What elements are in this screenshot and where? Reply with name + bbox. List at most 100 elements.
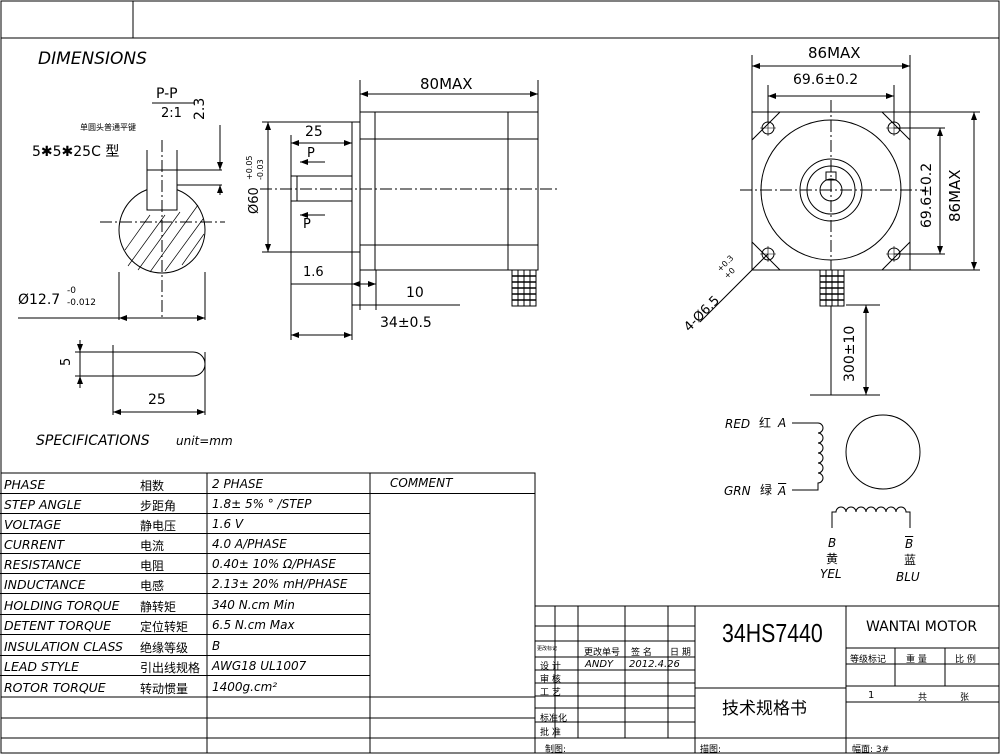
spec-row-step-angle: STEP ANGLE 步距角 1.8± 5% ° /STEP — [0, 493, 370, 514]
tb-standard: 标准化 — [540, 714, 568, 724]
wire-yel-cn: 黄 — [826, 552, 839, 566]
comment-divider — [370, 493, 535, 494]
tb-approve: 批 准 — [540, 728, 561, 738]
spec-label-cn: 静电压 — [140, 519, 177, 533]
wire-blu-cn: 蓝 — [904, 553, 917, 567]
phase-a: A — [778, 416, 787, 430]
dim-bolt-top: 69.6±0.2 — [793, 72, 859, 88]
dim-body-length: 80MAX — [420, 75, 473, 93]
spec-label-en: RESISTANCE — [4, 557, 82, 572]
spec-label-cn: 静转矩 — [140, 600, 177, 614]
spec-row-inductance: INDUCTANCE 电感 2.13± 20% mH/PHASE — [0, 573, 370, 594]
model-number: 34HS7440 — [722, 618, 823, 648]
specifications-heading: SPECIFICATIONS — [36, 433, 150, 449]
spec-label-cn: 相数 — [140, 479, 165, 493]
spec-label-en: LEAD STYLE — [4, 659, 80, 674]
spec-value: 1.8± 5% ° /STEP — [212, 497, 312, 511]
tb-change-mark: 更改标记 — [537, 646, 558, 652]
comment-header: COMMENT — [390, 476, 453, 490]
key-note-cn: 单圆头普通平键 — [80, 123, 136, 132]
tb-design-date: 2012.4.26 — [629, 659, 680, 670]
dim-shaft-tol-upper: -0 — [67, 286, 76, 296]
spec-row-rotor-torque: ROTOR TORQUE 转动惯量 1400g.cm² — [0, 676, 370, 696]
dim-2-3: 2.3 — [192, 97, 208, 120]
wire-red: RED — [725, 417, 751, 431]
tb-review: 审 核 — [540, 675, 561, 685]
tb-change-no: 更改单号 — [584, 648, 621, 658]
tb-format: 幅面: 3# — [852, 745, 890, 755]
spec-label-cn: 步距角 — [140, 499, 177, 513]
tb-ratio: 比 例 — [955, 655, 976, 665]
tb-design: 设 计 — [540, 662, 561, 672]
spec-label-cn: 转动惯量 — [140, 682, 189, 696]
wire-grn-cn: 绿 — [760, 483, 773, 497]
spec-value: AWG18 UL1007 — [212, 659, 307, 673]
dimension-arrowheads — [77, 63, 977, 415]
spec-row-detent-torque: DETENT TORQUE 定位转矩 6.5 N.cm Max — [0, 614, 370, 635]
spec-value: 6.5 N.cm Max — [212, 618, 295, 632]
section-scale: 2:1 — [161, 106, 182, 121]
dim-frame-side: 86MAX — [946, 169, 964, 222]
spec-row-voltage: VOLTAGE 静电压 1.6 V — [0, 513, 370, 534]
spec-value: 4.0 A/PHASE — [212, 537, 287, 551]
title-block-grid — [534, 605, 1000, 754]
wire-blu: BLU — [896, 570, 920, 584]
spec-row-holding-torque: HOLDING TORQUE 静转矩 340 N.cm Min — [0, 594, 370, 615]
dim-frame-top: 86MAX — [808, 44, 861, 62]
dim-shaft-dia: Ø12.7 — [18, 292, 61, 308]
spec-value: 2 PHASE — [212, 477, 264, 491]
spec-label-en: VOLTAGE — [4, 517, 62, 532]
key-spec: 5✱5✱25C 型 — [32, 144, 120, 160]
phase-b: B — [828, 536, 837, 550]
dim-flange-thickness: 1.6 — [303, 265, 324, 280]
section-mark-top: P — [307, 146, 315, 161]
dim-10: 10 — [406, 285, 424, 301]
dim-shaft-tol-lower: -0.012 — [67, 298, 97, 308]
spec-label-en: CURRENT — [4, 537, 65, 552]
section-mark-bottom: P — [303, 217, 311, 232]
dim-lead-length: 300±10 — [842, 325, 858, 382]
shaft-section-view — [18, 102, 225, 320]
spec-label-cn: 电阻 — [140, 559, 165, 573]
wire-grn: GRN — [724, 484, 751, 498]
dim-key-length: 25 — [148, 392, 166, 408]
phase-a-bar: A — [778, 484, 787, 498]
document-title: 技术规格书 — [722, 699, 807, 719]
spec-row-phase: PHASE 相数 2 PHASE — [0, 473, 370, 494]
spec-label-en: PHASE — [4, 477, 46, 492]
key-view — [75, 340, 206, 415]
spec-label-cn: 定位转矩 — [140, 620, 189, 634]
spec-label-en: DETENT TORQUE — [4, 618, 112, 633]
dimensions-heading: DIMENSIONS — [38, 49, 147, 69]
spec-label-en: INSULATION CLASS — [4, 639, 123, 654]
dim-pilot-dia: Ø60 — [247, 187, 262, 214]
spec-label-en: STEP ANGLE — [4, 497, 82, 512]
spec-row-insulation: INSULATION CLASS 绝缘等级 B — [0, 635, 370, 656]
spec-label-cn: 引出线规格 — [140, 661, 201, 675]
spec-label-cn: 绝缘等级 — [140, 641, 189, 655]
spec-value: 2.13± 20% mH/PHASE — [212, 577, 348, 591]
spec-value: B — [212, 639, 221, 653]
dim-pilot-tol-lower: -0.03 — [256, 159, 265, 180]
spec-label-en: ROTOR TORQUE — [4, 680, 106, 695]
dim-key-height: 5 — [59, 357, 74, 366]
motor-front-view — [699, 55, 980, 396]
spec-label-cn: 电流 — [140, 539, 165, 553]
wiring-diagram — [792, 414, 921, 528]
section-label: P-P — [156, 86, 178, 102]
spec-value: 0.40± 10% Ω/PHASE — [212, 557, 336, 571]
spec-label-en: HOLDING TORQUE — [4, 598, 120, 613]
spec-row-resistance: RESISTANCE 电阻 0.40± 10% Ω/PHASE — [0, 553, 370, 574]
dim-34: 34±0.5 — [380, 315, 432, 331]
tb-drawn: 制图: — [545, 745, 567, 755]
spec-row-current: CURRENT 电流 4.0 A/PHASE — [0, 533, 370, 554]
spec-value: 1.6 V — [212, 517, 244, 531]
tb-sheets: 张 — [960, 693, 970, 703]
dim-shaft-length: 25 — [305, 124, 323, 140]
motor-side-view — [260, 80, 560, 340]
tb-traced: 描图: — [700, 745, 722, 755]
tb-sign: 签 名 — [631, 648, 652, 658]
spec-label-en: INDUCTANCE — [4, 577, 86, 592]
spec-value: 340 N.cm Min — [212, 598, 295, 612]
